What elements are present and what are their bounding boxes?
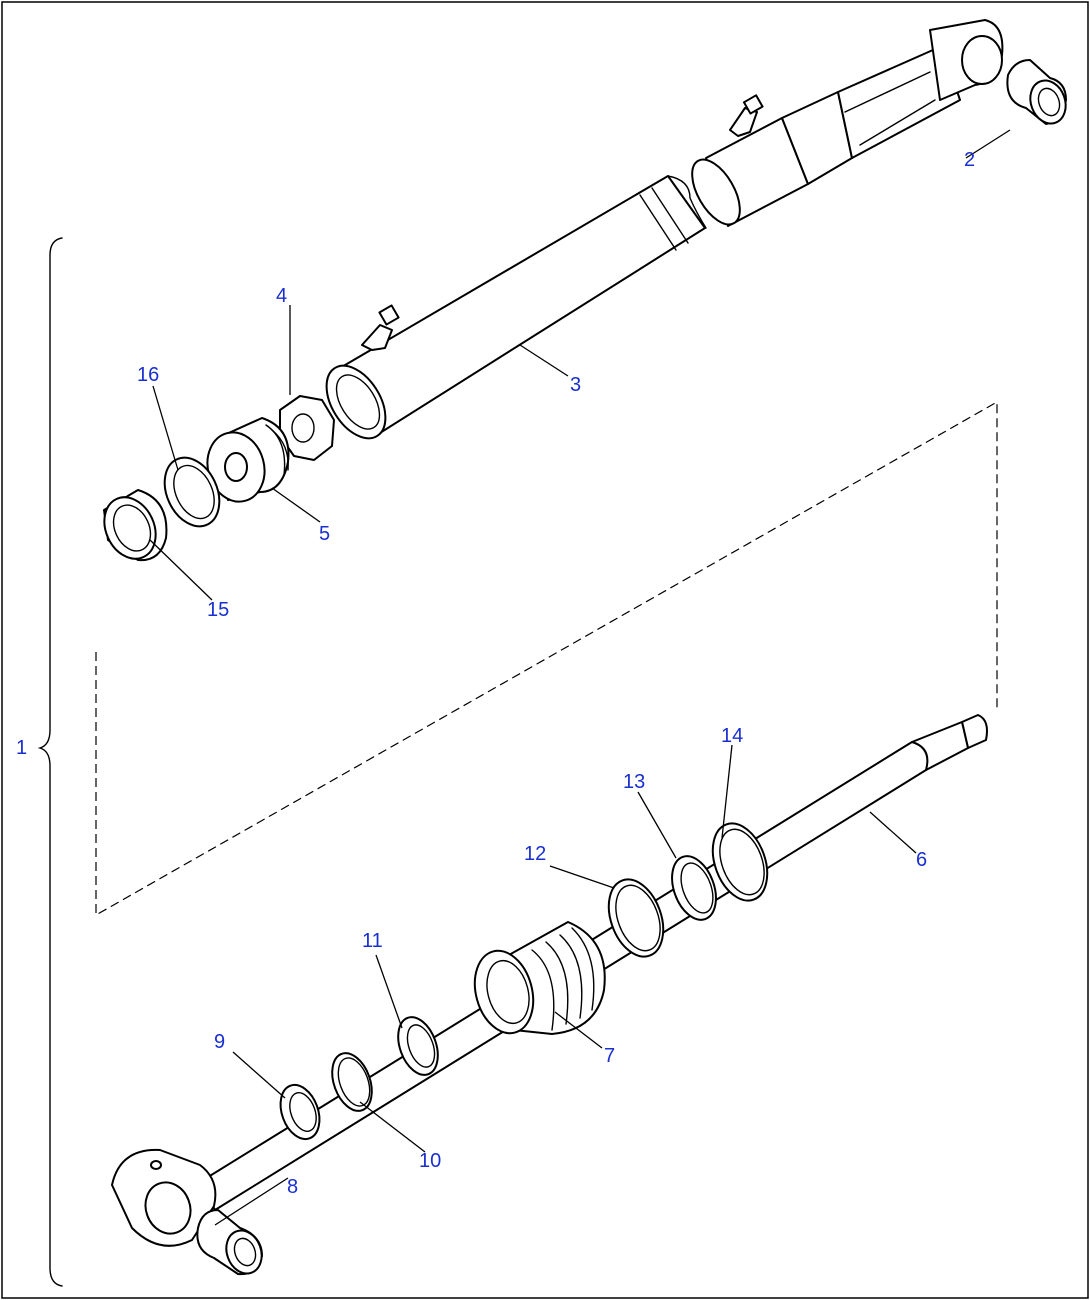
callout-2: 2 — [964, 149, 975, 171]
bushing-bottom — [196, 1209, 263, 1276]
ring-9 — [279, 1083, 321, 1141]
cylinder-head-section — [691, 19, 1004, 227]
ring-10 — [331, 1052, 373, 1112]
callout-15: 15 — [207, 599, 229, 621]
callout-9: 9 — [214, 1031, 225, 1053]
callout-8: 8 — [287, 1176, 298, 1198]
callout-11: 11 — [362, 930, 383, 952]
callout-4: 4 — [276, 285, 287, 307]
bushing-top — [1006, 59, 1067, 125]
callout-1: 1 — [16, 737, 27, 759]
callout-7: 7 — [604, 1045, 615, 1067]
cylinder-tube — [325, 175, 707, 440]
callout-10: 10 — [419, 1150, 441, 1172]
ring-11 — [397, 1016, 439, 1076]
callout-16: 16 — [137, 364, 159, 386]
cylinder-gland — [473, 921, 606, 1035]
callout-5: 5 — [319, 523, 330, 545]
callout-13: 13 — [623, 771, 645, 793]
callout-3: 3 — [570, 374, 581, 396]
callout-labels: 1 2 3 4 5 6 7 8 9 10 11 12 13 14 15 16 — [16, 149, 975, 1198]
leader-lines — [149, 129, 1011, 1226]
ring-13 — [671, 855, 717, 921]
ring-14 — [711, 822, 769, 902]
callout-6: 6 — [916, 849, 927, 871]
piston-nut — [279, 395, 335, 461]
collar-15 — [103, 489, 168, 562]
assembly-bracket — [37, 237, 63, 1287]
callout-12: 12 — [524, 843, 546, 865]
ring-12 — [607, 878, 665, 958]
wear-ring-16 — [163, 456, 221, 528]
callout-14: 14 — [721, 725, 743, 747]
phantom-assembly-lines — [95, 400, 998, 917]
